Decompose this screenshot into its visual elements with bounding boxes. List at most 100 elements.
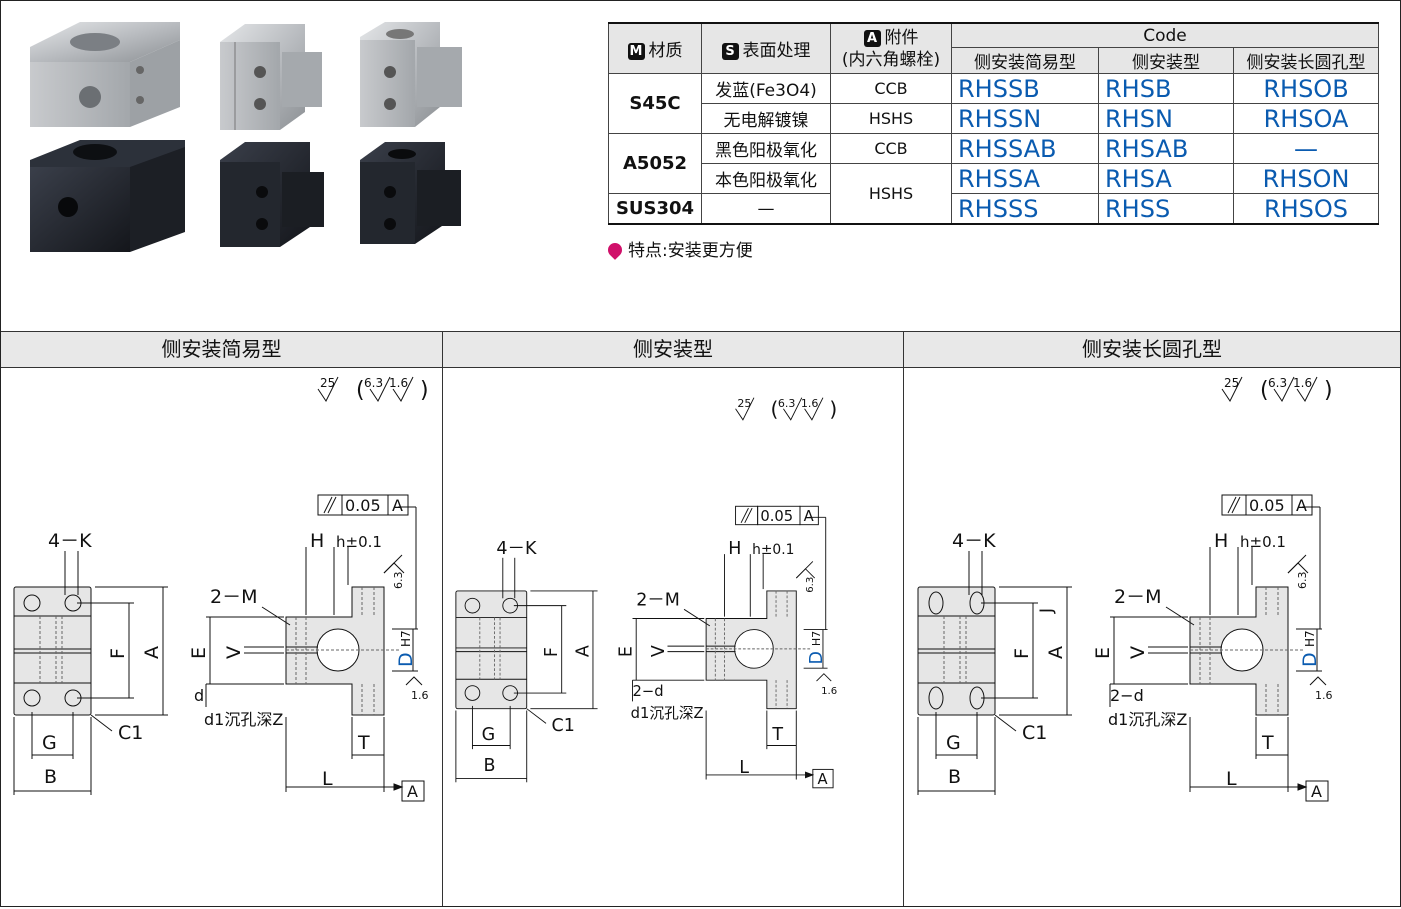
technical-drawing: 25 ( 6.3 1.6 ) 0.05 A A 4－K 2－M H h±0.1 … (917, 376, 1333, 802)
surface-badge-icon: S (721, 43, 739, 60)
dimension-label: 25 (1224, 376, 1239, 390)
section-title-standard: 侧安装型 (443, 331, 903, 368)
dimension-label: A (1311, 782, 1322, 801)
dimension-label: ) (829, 397, 837, 421)
dimension-label: 4－K (496, 539, 537, 559)
dimension-label: A (573, 645, 593, 657)
dimension-label: d1沉孔深Z (1108, 710, 1187, 729)
dimension-label: L (322, 768, 333, 790)
dimension-label: ( (1260, 378, 1269, 403)
dimension-label: L (1226, 768, 1237, 790)
dimension-label: H7 (399, 630, 413, 647)
dimension-label: 0.05 (1249, 496, 1285, 515)
feature-pin-icon (605, 240, 625, 260)
dimension-label: H7 (810, 631, 823, 646)
drawing-standard: 25 ( 6.3 1.6 ) 0.05 A A 4－K 2－M H h±0.1 … (443, 367, 903, 905)
dimension-label: 2−d (1110, 686, 1144, 705)
front-view-block (455, 590, 528, 710)
roughness-symbols (1221, 376, 1318, 402)
dimension-label: E (617, 646, 637, 657)
dimension-label: E (1092, 647, 1114, 659)
dimension-label: L (739, 758, 749, 778)
dimension-label: d (194, 686, 204, 705)
dimension-label: d1沉孔深Z (204, 710, 283, 729)
dimension-label: T (771, 725, 783, 745)
table-row: A5052 黑色阳极氧化 CCB RHSSAB RHSAB — (608, 133, 1379, 194)
roughness-symbols (735, 397, 824, 421)
dimension-label: 25 (737, 397, 751, 410)
dimension-label: ) (420, 378, 429, 403)
dimension-label: F (107, 648, 129, 659)
dimension-label: D (807, 651, 827, 664)
dimension-label: 1.6 (389, 376, 408, 390)
table-row: 无电解镀镍 HSHS RHSSN RHSN RHSOA (609, 103, 1379, 134)
photo-black-1 (30, 140, 185, 252)
dimension-label: A (407, 782, 418, 801)
dimension-label: 2−d (633, 683, 664, 700)
dimension-label: F (542, 647, 562, 657)
dimension-label: A (1045, 646, 1067, 659)
table-row: SUS304 — RHSSS RHSS RHSOS (608, 193, 1379, 225)
section-title-simple: 侧安装简易型 (1, 331, 442, 368)
front-view-block (13, 586, 92, 716)
dimension-label: 2－M (1114, 586, 1161, 608)
drawing-slot: 25 ( 6.3 1.6 ) 0.05 A A 4－K 2－M H h±0.1 … (904, 367, 1400, 905)
dimension-label: 6.3 (1268, 376, 1287, 390)
photo-silver-2 (220, 24, 322, 130)
dimension-label: V (649, 645, 669, 657)
dimension-label: ( (771, 397, 779, 421)
dimension-label: D (1299, 652, 1321, 667)
dimension-label: G (42, 732, 57, 754)
dimension-label: 4－K (952, 530, 996, 552)
section-divider (903, 331, 904, 906)
dimension-label: V (1127, 646, 1149, 659)
drawing-simple: 25 ( 6.3 1.6 ) 0.05 A A 4－K 2－M H h±0.1 … (0, 367, 442, 905)
dimension-label: G (946, 732, 961, 754)
header-type3: 侧安装长圆孔型 (1233, 47, 1379, 74)
dimension-label: 4－K (48, 530, 92, 552)
technical-drawing: 25 ( 6.3 1.6 ) 0.05 A A 4－K 2－M H h±0.1 … (13, 376, 429, 802)
dimension-label: H7 (1303, 630, 1317, 647)
technical-drawing: 25 ( 6.3 1.6 ) 0.05 A A 4－K 2－M H h±0.1 … (455, 397, 837, 789)
dimension-label: h±0.1 (336, 533, 382, 551)
photo-silver-3 (360, 22, 462, 127)
dimension-label: 2－M (636, 591, 680, 611)
dimension-label: 1.6 (1293, 376, 1312, 390)
dimension-label: d1沉孔深Z (631, 705, 704, 722)
dimension-label: C1 (118, 722, 143, 744)
section-title-slot: 侧安装长圆孔型 (904, 331, 1400, 368)
dimension-label: V (223, 646, 245, 659)
dimension-label: h±0.1 (752, 542, 794, 558)
header-type2: 侧安装型 (1098, 47, 1234, 74)
product-photos (30, 22, 462, 252)
dimension-label: h±0.1 (1240, 533, 1286, 551)
dimension-label: 1.6 (801, 397, 819, 410)
dimension-label: 1.6 (1315, 689, 1333, 702)
accessory-badge-icon: A (863, 29, 881, 47)
dimension-label: H (1214, 530, 1228, 552)
dimension-label: C1 (1022, 722, 1047, 744)
dimension-label: ( (356, 378, 365, 403)
dimension-label: H (728, 539, 741, 559)
photo-black-2 (220, 142, 324, 247)
dimension-label: A (141, 646, 163, 659)
dimension-label: 25 (320, 376, 335, 390)
photo-silver-1 (30, 22, 180, 127)
feature-note: 特点:安装更方便 (605, 236, 753, 261)
header-type1: 侧安装简易型 (951, 47, 1099, 74)
dimension-label: 0.05 (345, 496, 381, 515)
dimension-label: G (482, 725, 496, 745)
dimension-label: 6.3 (778, 397, 796, 410)
dimension-label: ) (1324, 378, 1333, 403)
dimension-label: A (1296, 496, 1307, 515)
dimension-label: A (392, 496, 403, 515)
dimension-label: 6.3 (392, 572, 405, 590)
dimension-label: 6.3 (1296, 572, 1309, 590)
dimension-j-label: J (1037, 608, 1057, 614)
dimension-label: D (395, 652, 417, 667)
dimension-label: 1.6 (411, 689, 429, 702)
